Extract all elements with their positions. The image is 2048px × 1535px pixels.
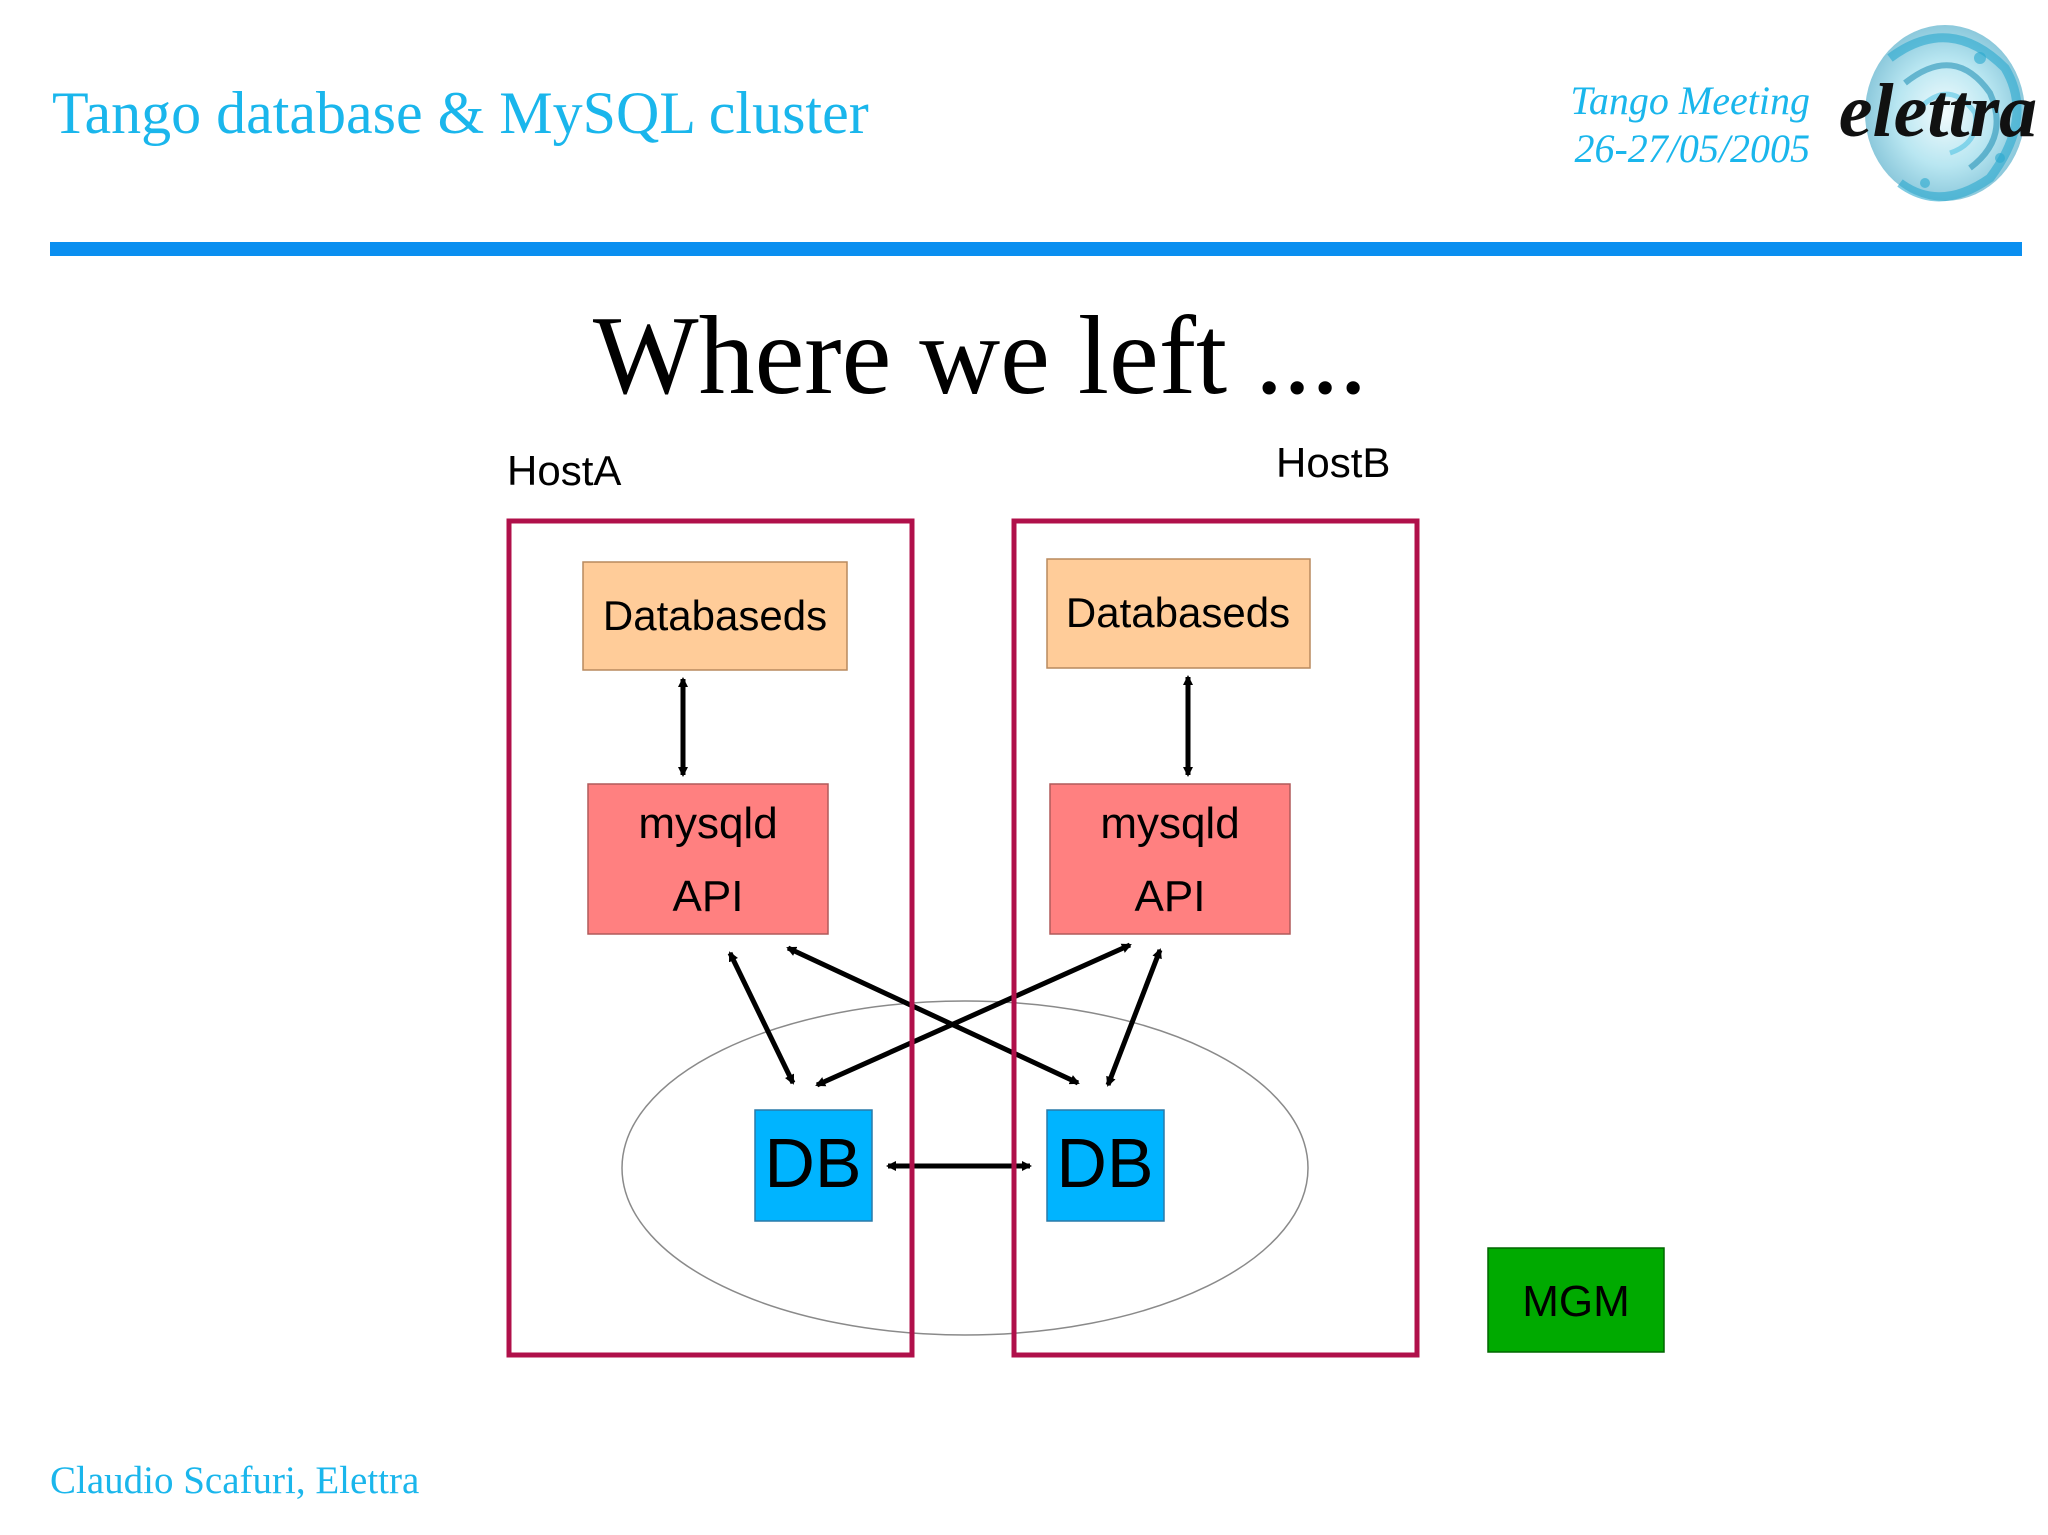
host-b-db-box <box>1046 1109 1165 1222</box>
arrow-a-mysqld-a-db <box>727 951 796 1085</box>
host-a-databaseds-box <box>582 561 848 671</box>
elettra-logo: elettra <box>1839 25 2037 202</box>
host-b-mysqld-box <box>1049 783 1291 935</box>
slide-title: Where we left .... <box>592 294 1368 418</box>
meeting-dates: 26-27/05/2005 <box>1574 126 1810 171</box>
host-b-db-label: DB <box>1056 1124 1153 1202</box>
host-a-db-box <box>754 1109 873 1222</box>
meeting-info: Tango Meeting 26-27/05/2005 <box>1450 77 1810 173</box>
meeting-name: Tango Meeting <box>1570 78 1810 123</box>
arrow-b-mysqld-a-db <box>815 942 1132 1088</box>
mgm-box <box>1487 1247 1665 1353</box>
host-b-databaseds-label: Databaseds <box>1066 589 1290 636</box>
host-a-mysqld-box <box>587 783 829 935</box>
header-divider <box>50 242 2022 256</box>
host-a-databaseds-label: Databaseds <box>603 592 827 639</box>
host-b-databaseds-box <box>1046 558 1311 669</box>
host-a-label: HostA <box>507 447 621 494</box>
arrow-b-mysqld-b-db <box>1105 948 1163 1087</box>
footer-author: Claudio Scafuri, Elettra <box>50 1459 420 1502</box>
host-b-mysqld-line1: mysqld <box>1100 799 1239 848</box>
host-a-mysqld-line1: mysqld <box>638 799 777 848</box>
arrow-a-mysqld-b-db <box>786 945 1080 1086</box>
host-a-db-label: DB <box>764 1124 861 1202</box>
header-title: Tango database & MySQL cluster <box>52 80 869 146</box>
host-b-box <box>1011 518 1420 1358</box>
logo-text: elettra <box>1839 69 2037 153</box>
mgm-label: MGM <box>1522 1277 1630 1326</box>
host-b-mysqld-line2: API <box>1135 872 1206 921</box>
host-a-box <box>506 518 915 1358</box>
host-b-label: HostB <box>1276 439 1390 486</box>
host-a-mysqld-line2: API <box>673 872 744 921</box>
